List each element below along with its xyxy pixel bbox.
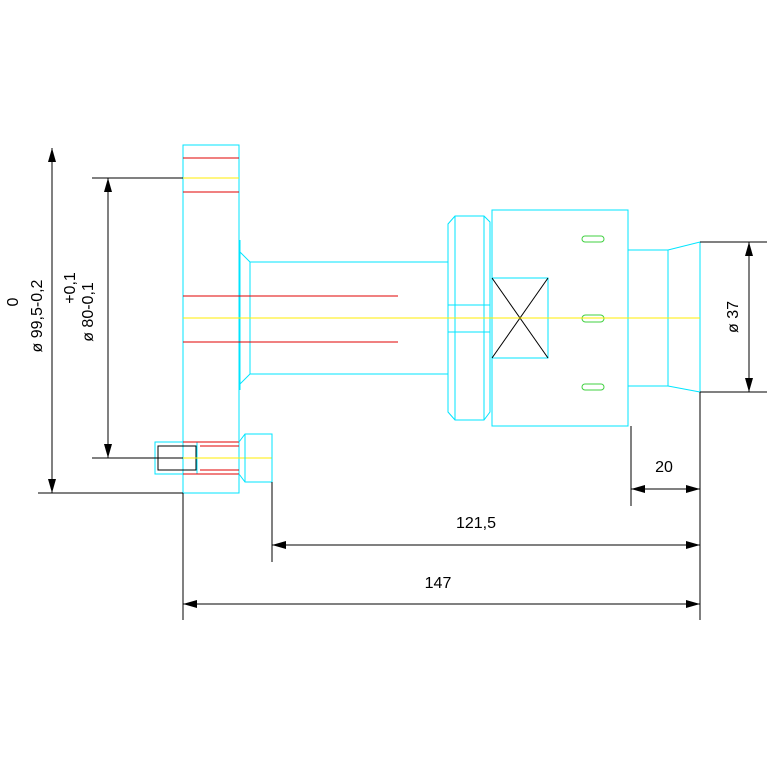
body-length-label: 121,5 xyxy=(456,515,496,532)
dim-pitch-diameter xyxy=(92,177,183,459)
head-length-label: 20 xyxy=(655,459,673,476)
flange-tolerance-upper: 0 xyxy=(5,297,22,306)
dim-head-length xyxy=(630,392,701,620)
flange xyxy=(182,144,241,494)
dim-head-diameter xyxy=(700,241,767,393)
dim-flange-diameter xyxy=(38,148,183,494)
head-diameter-label: ø 37 xyxy=(725,301,742,333)
pitch-tolerance-upper: +0,1 xyxy=(62,272,79,304)
total-length-label: 147 xyxy=(425,575,452,592)
dim-body-length xyxy=(271,482,700,562)
flange-diameter-label: ø 99,5-0,2 xyxy=(29,279,46,352)
dim-total-length xyxy=(182,493,700,620)
head xyxy=(628,241,701,393)
indicator-mark xyxy=(581,383,605,391)
indicator-mark xyxy=(581,235,605,243)
pitch-diameter-label: ø 80-0,1 xyxy=(80,282,97,342)
